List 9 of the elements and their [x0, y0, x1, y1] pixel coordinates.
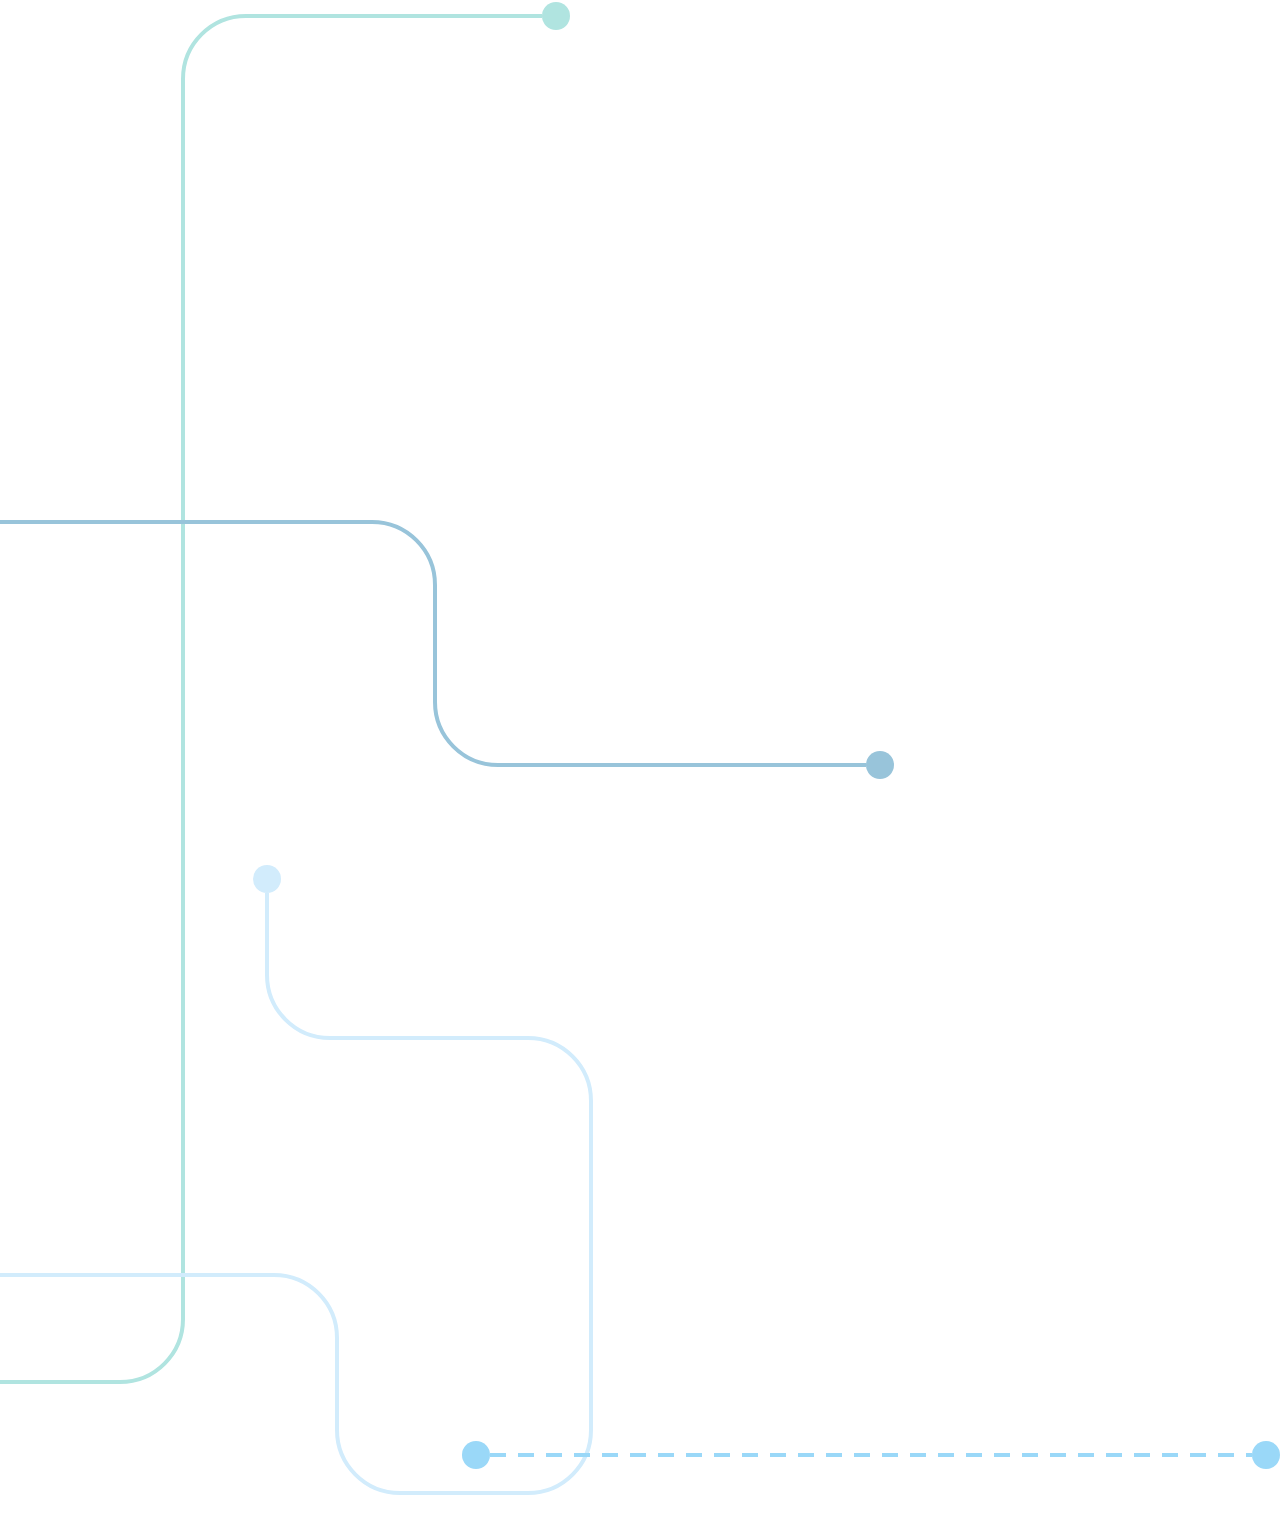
- dot-marker: [1252, 1441, 1280, 1469]
- dot-marker: [253, 865, 281, 893]
- connector-line: [0, 520, 866, 767]
- dot-marker: [462, 1441, 490, 1469]
- dot-marker: [866, 751, 894, 779]
- connector-line: [0, 14, 542, 1384]
- connector-line: [0, 893, 593, 1495]
- dashed-connector: [490, 1453, 1252, 1457]
- dot-marker: [542, 2, 570, 30]
